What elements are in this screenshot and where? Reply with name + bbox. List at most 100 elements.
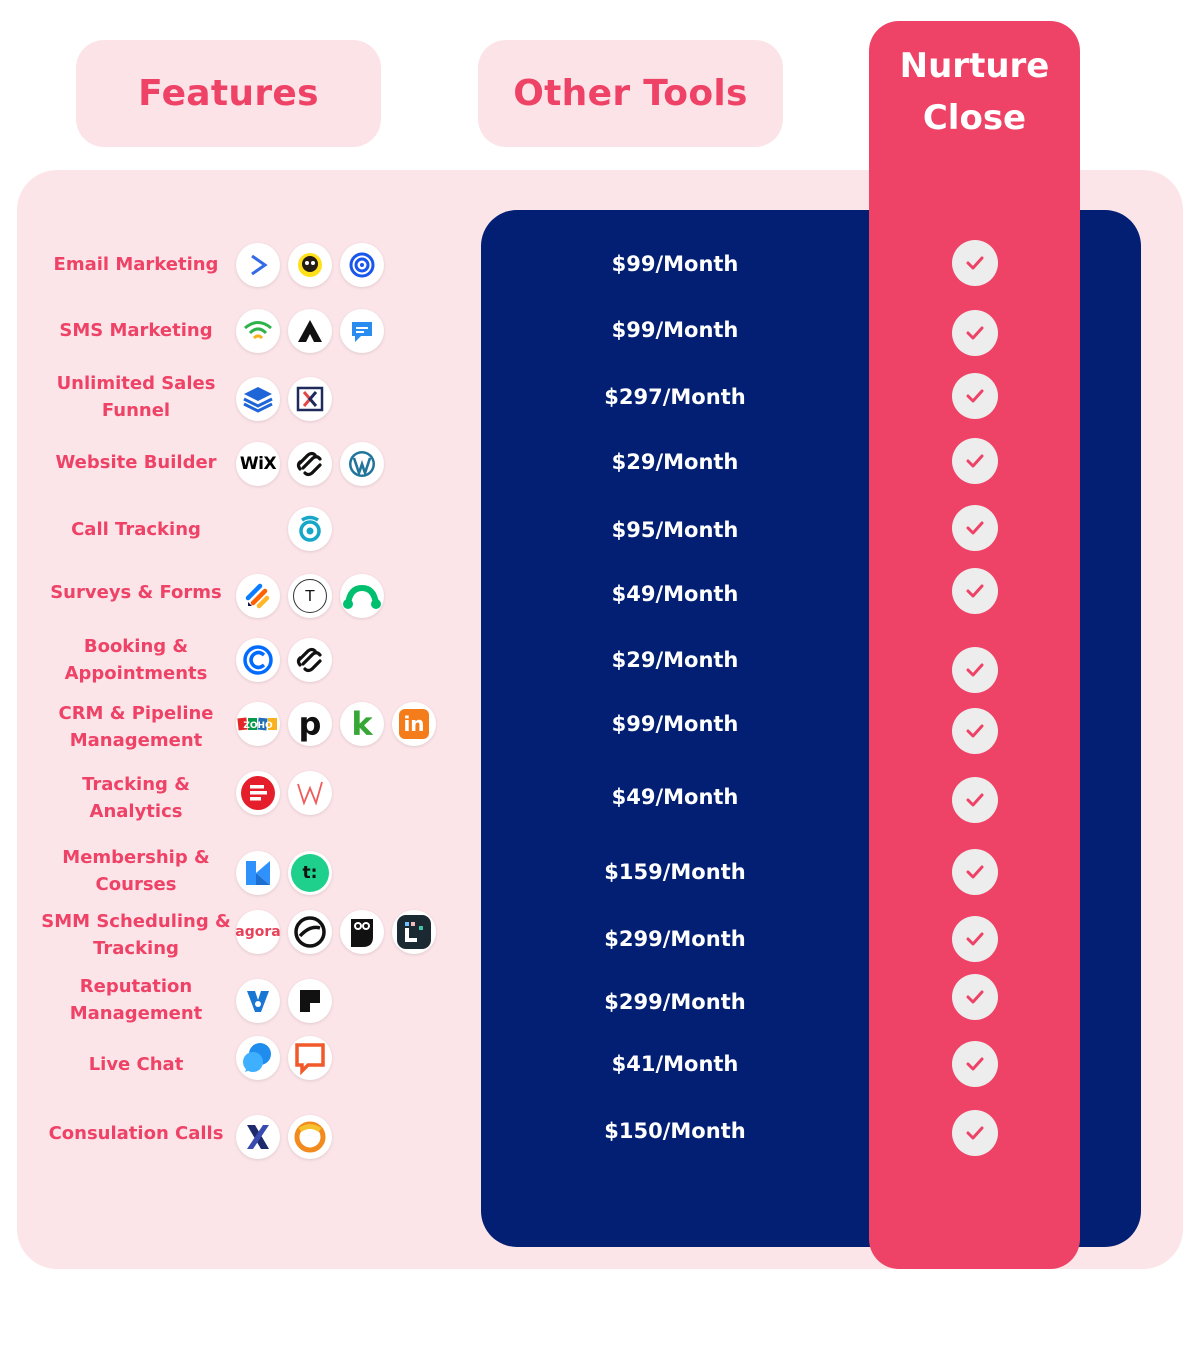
other-tools-price: $99/Month	[611, 712, 739, 736]
drift-chat-icon	[288, 1036, 332, 1080]
other-tools-price: $49/Month	[611, 582, 739, 606]
other-tools-price: $95/Month	[611, 518, 739, 542]
wifi-signal-icon	[236, 309, 280, 353]
comparison-row: Tracking & Analytics $49/Month	[0, 768, 1200, 828]
other-tools-price: $29/Month	[611, 648, 739, 672]
feature-label: CRM & Pipeline Management	[58, 703, 214, 751]
squarespace-icon	[288, 638, 332, 682]
comparison-row: Unlimited Sales Funnel$297/Month	[0, 367, 1200, 427]
calendly-icon	[236, 638, 280, 682]
nurture-close-title-line2: Close	[922, 98, 1027, 138]
zoho-icon: ZOHO	[236, 702, 280, 746]
teachable-icon: t:	[288, 851, 332, 895]
comparison-row: Consulation Calls$150/Month	[0, 1103, 1200, 1163]
feature-label: Website Builder	[55, 451, 217, 473]
squarespace-icon	[288, 442, 332, 486]
tool-icons: WiX	[236, 442, 384, 486]
callrail-icon	[288, 507, 332, 551]
check-icon	[952, 1110, 998, 1156]
other-tools-price: $297/Month	[604, 385, 746, 409]
check-icon	[952, 708, 998, 754]
check-icon	[952, 974, 998, 1020]
woopra-icon	[288, 771, 332, 815]
check-icon	[952, 310, 998, 356]
pipedrive-icon: p	[288, 702, 332, 746]
check-icon	[952, 849, 998, 895]
check-icon	[952, 777, 998, 823]
other-tools-price: $49/Month	[611, 785, 739, 809]
agorapulse-icon: agora	[235, 910, 281, 954]
wordpress-icon	[340, 442, 384, 486]
feature-label: Call Tracking	[71, 518, 201, 540]
x-logo-icon	[236, 1115, 280, 1159]
constant-contact-icon	[340, 243, 384, 287]
tool-icons: t:	[236, 851, 332, 895]
keap-icon: k	[340, 702, 384, 746]
other-tools-price: $99/Month	[611, 318, 739, 342]
check-icon	[952, 1041, 998, 1087]
wix-icon: WiX	[236, 442, 280, 486]
tool-icons	[236, 377, 332, 421]
other-tools-price: $299/Month	[604, 927, 746, 951]
comparison-row: Call Tracking $95/Month	[0, 499, 1200, 559]
kajabi-icon	[236, 851, 280, 895]
feature-label: Tracking & Analytics	[82, 774, 190, 822]
hootsuite-icon	[340, 910, 384, 954]
other-tools-header: Other Tools	[478, 40, 783, 147]
comparison-row: Reputation Management $299/Month	[0, 970, 1200, 1030]
other-tools-price: $99/Month	[611, 252, 739, 276]
check-icon	[952, 916, 998, 962]
chat-bubble-icon	[340, 309, 384, 353]
comparison-row: Live Chat$41/Month	[0, 1034, 1200, 1094]
typeform-icon: T	[288, 574, 332, 618]
tool-icons: agora	[235, 910, 436, 954]
check-icon	[952, 647, 998, 693]
tool-icons	[236, 771, 332, 815]
comparison-row: Booking & Appointments$29/Month	[0, 630, 1200, 693]
tool-icons	[236, 243, 384, 287]
other-tools-price: $41/Month	[611, 1052, 739, 1076]
feature-label: Reputation Management	[69, 976, 203, 1024]
check-icon	[952, 505, 998, 551]
sprout-icon	[288, 910, 332, 954]
ring-icon	[288, 1115, 332, 1159]
tool-icons: T	[236, 574, 384, 618]
check-icon	[952, 240, 998, 286]
comparison-row: Email Marketing$99/Month	[0, 234, 1200, 294]
other-tools-price: $29/Month	[611, 450, 739, 474]
tool-icons	[236, 979, 332, 1023]
analytics-red-icon	[236, 771, 280, 815]
activecampaign-icon	[236, 243, 280, 287]
other-tools-price: $159/Month	[604, 860, 746, 884]
feature-label: SMS Marketing	[59, 319, 213, 341]
nurture-close-title-line1: Nurture	[899, 46, 1050, 86]
clickfunnels-icon	[288, 377, 332, 421]
intercom-icon	[236, 1036, 280, 1080]
check-icon	[952, 373, 998, 419]
surveymonkey-icon	[340, 574, 384, 618]
tool-icons	[236, 1115, 332, 1159]
later-icon	[392, 910, 436, 954]
other-tools-price: $299/Month	[604, 990, 746, 1014]
tool-icons	[236, 1036, 332, 1080]
feature-label: Membership & Courses	[62, 847, 210, 895]
nurture-close-header: Nurture Close	[869, 40, 1080, 144]
tool-icons	[288, 507, 332, 551]
jotform-icon	[236, 574, 280, 618]
tool-icons	[236, 309, 384, 353]
feature-label: Surveys & Forms	[50, 581, 222, 603]
comparison-row: Surveys & Forms T $49/Month	[0, 562, 1200, 622]
svg-text:ZOHO: ZOHO	[243, 721, 273, 731]
insightly-icon: in	[392, 702, 436, 746]
comparison-row: SMS Marketing $99/Month	[0, 300, 1200, 360]
birdeye-icon	[236, 979, 280, 1023]
check-icon	[952, 568, 998, 614]
comparison-row: Membership & Courses t: $159/Month	[0, 841, 1200, 901]
check-icon	[952, 438, 998, 484]
feature-label: SMM Scheduling & Tracking	[41, 911, 231, 959]
tool-icons	[236, 638, 332, 682]
feature-label: Consulation Calls	[48, 1122, 224, 1144]
attentive-icon	[288, 309, 332, 353]
